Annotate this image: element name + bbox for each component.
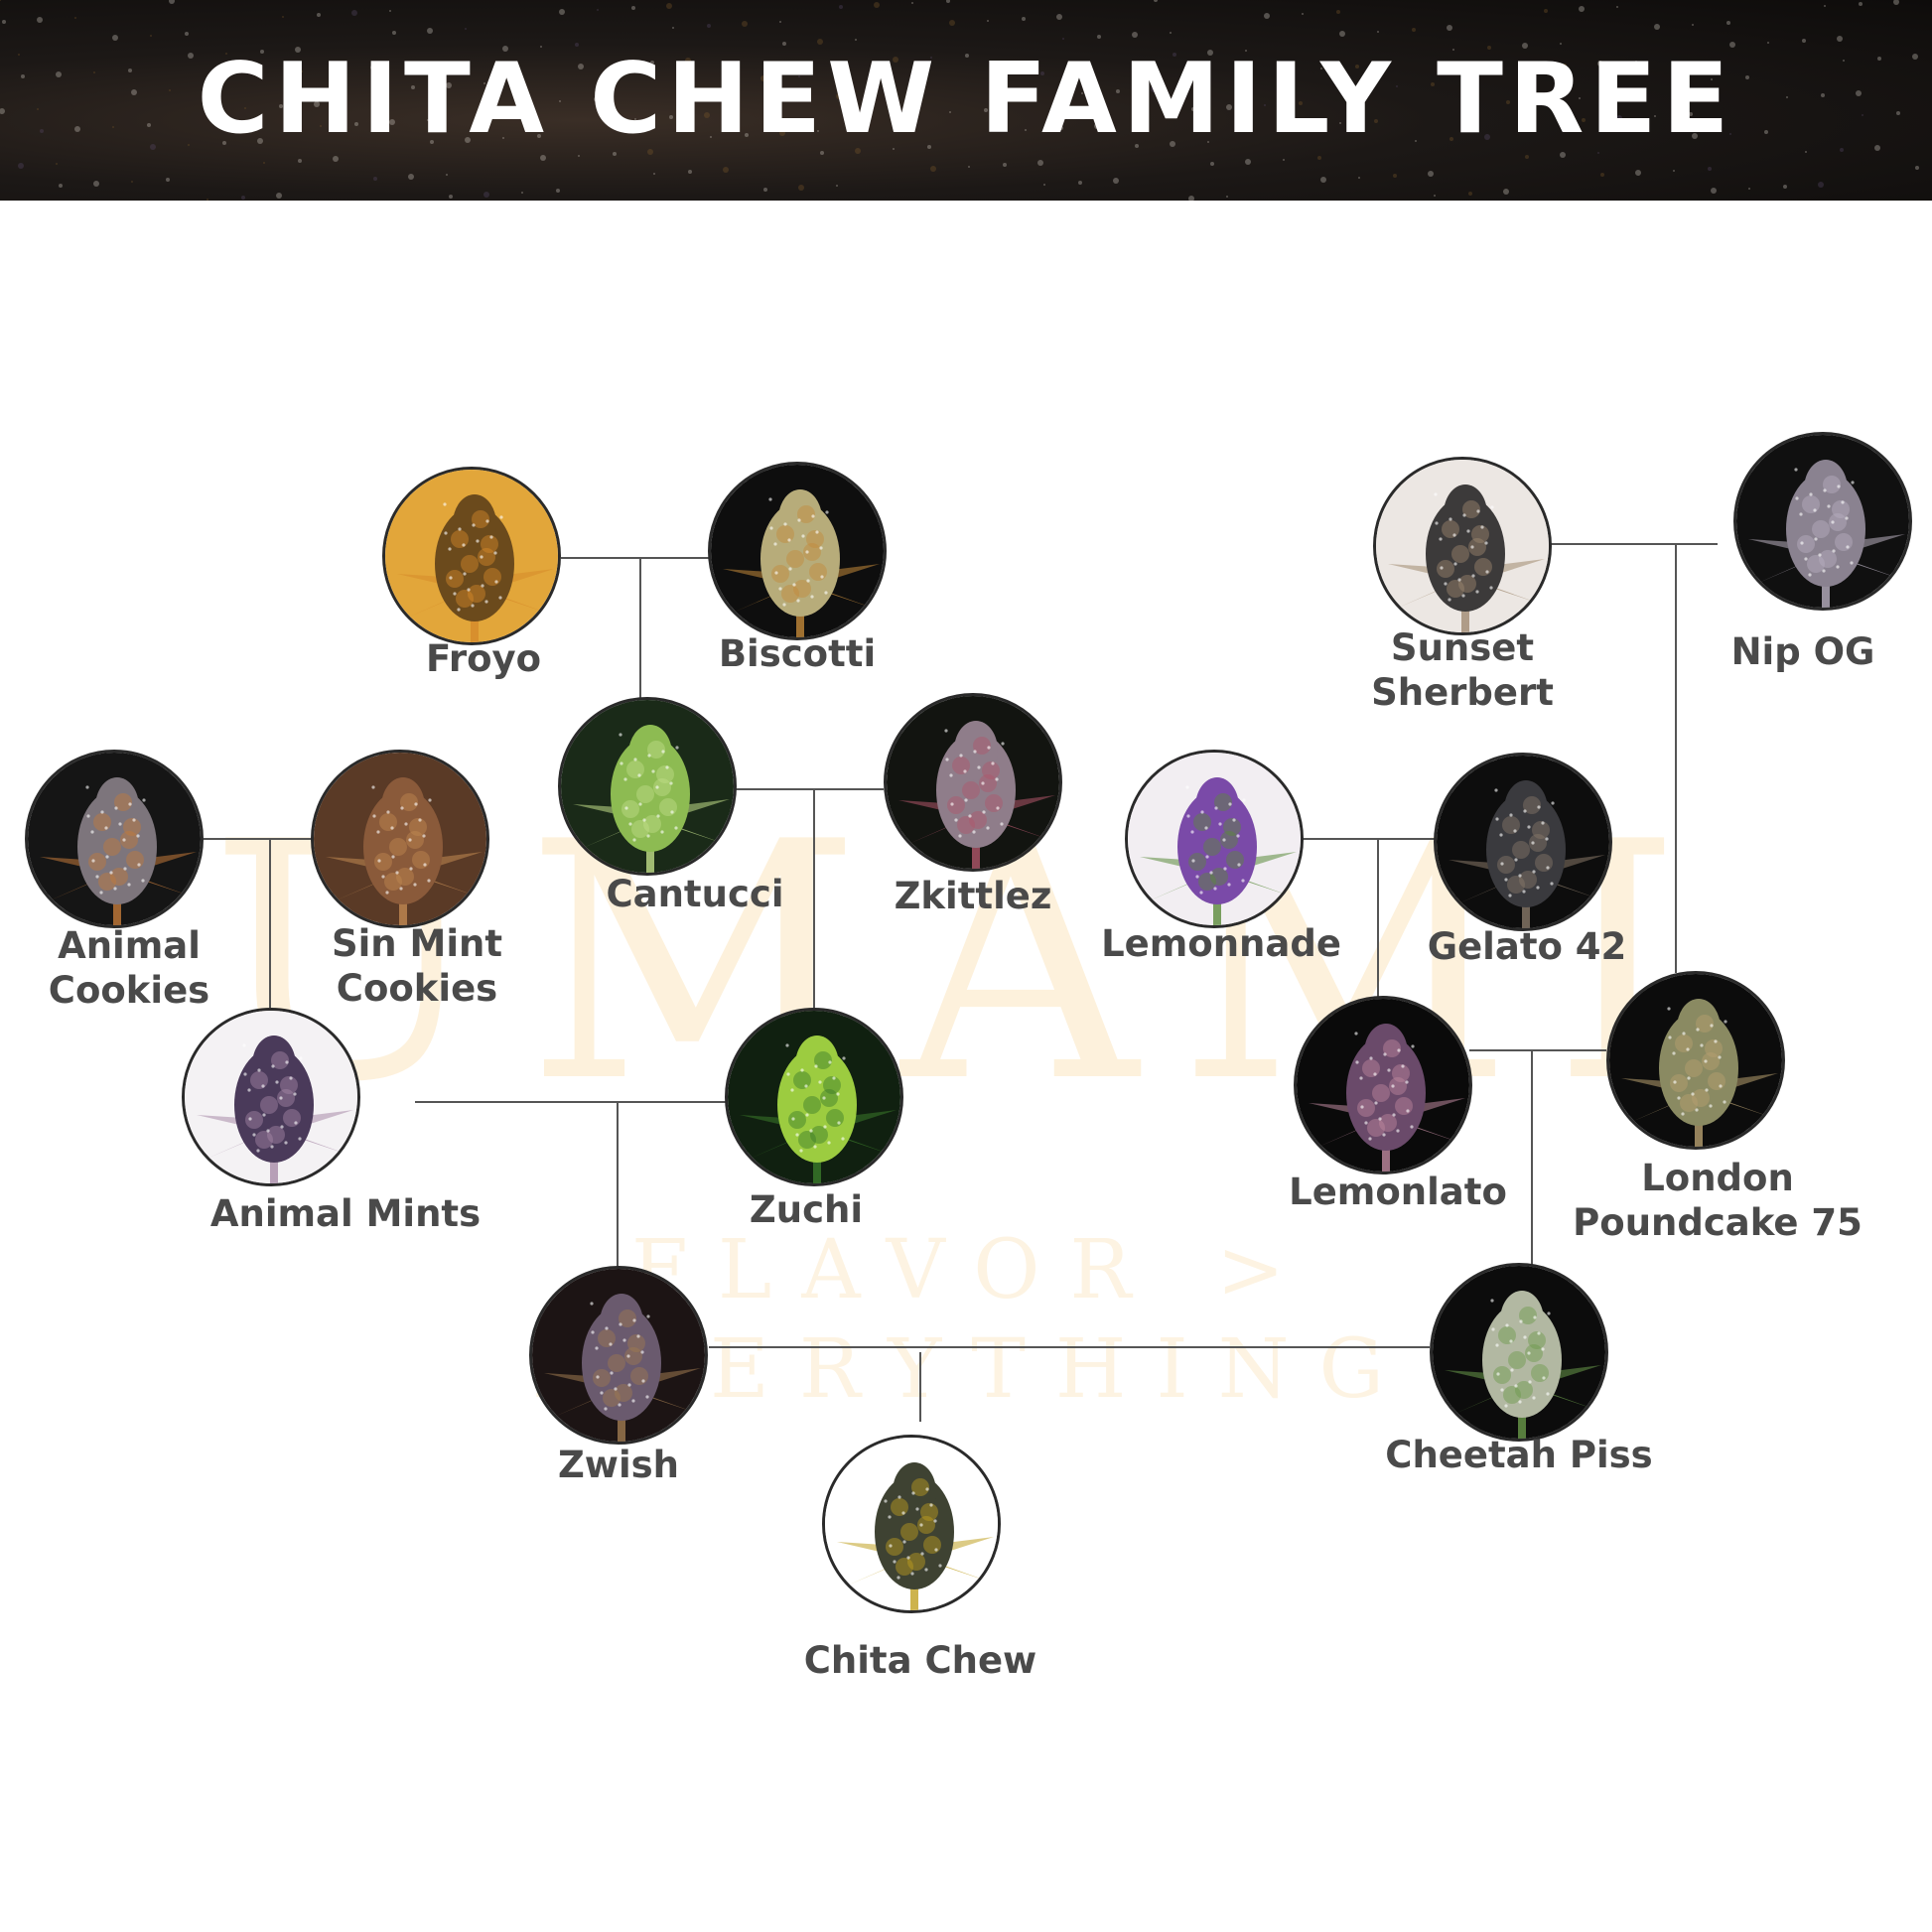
page-title: CHITA CHEW FAMILY TREE [197, 43, 1735, 156]
nip-og-bud-illustration [1736, 435, 1909, 608]
lemonnade-photo [1125, 750, 1304, 928]
strain-label-lemonlato: Lemonlato [1289, 1171, 1507, 1213]
animal-cookies-bud-illustration [28, 753, 201, 925]
gelato-42-photo [1434, 753, 1612, 931]
sin-mint-cookies-bud-illustration [314, 753, 486, 925]
strain-label-cantucci: Cantucci [606, 873, 784, 915]
zuchi-bud-illustration [728, 1011, 900, 1183]
biscotti-bud-illustration [711, 465, 884, 637]
strain-label-sin-mint-cookies: Sin Mint Cookies [331, 922, 503, 1010]
cantucci-photo [558, 697, 737, 876]
biscotti-photo [708, 462, 887, 640]
strain-label-animal-cookies: Animal Cookies [48, 924, 210, 1012]
gelato-42-bud-illustration [1437, 756, 1609, 928]
chita-chew-bud-illustration [825, 1438, 998, 1610]
cantucci-bud-illustration [561, 700, 734, 873]
strain-label-london-poundcake-75: London Poundcake 75 [1573, 1157, 1863, 1244]
strain-label-zuchi: Zuchi [749, 1188, 864, 1231]
header-banner: CHITA CHEW FAMILY TREE [0, 0, 1932, 201]
london-poundcake-75-photo [1606, 971, 1785, 1150]
strain-label-zkittlez: Zkittlez [894, 875, 1052, 917]
strain-label-cheetah-piss: Cheetah Piss [1385, 1434, 1653, 1476]
zkittlez-photo [884, 693, 1062, 872]
strain-label-chita-chew: Chita Chew [803, 1639, 1037, 1682]
sunset-sherbert-bud-illustration [1376, 460, 1549, 632]
animal-cookies-photo [25, 750, 204, 928]
strain-label-sunset-sherbert: Sunset Sherbert [1371, 626, 1554, 714]
cheetah-piss-bud-illustration [1433, 1266, 1605, 1439]
strain-label-biscotti: Biscotti [718, 632, 877, 675]
zwish-photo [529, 1266, 708, 1445]
chita-chew-photo [822, 1435, 1001, 1613]
strain-label-gelato-42: Gelato 42 [1427, 925, 1627, 968]
zwish-bud-illustration [532, 1269, 705, 1442]
sunset-sherbert-photo [1373, 457, 1552, 635]
animal-mints-photo [182, 1008, 360, 1186]
strain-label-zwish: Zwish [557, 1444, 680, 1486]
zkittlez-bud-illustration [887, 696, 1059, 869]
strain-label-nip-og: Nip OG [1730, 630, 1875, 673]
strain-label-lemonnade: Lemonnade [1101, 922, 1341, 965]
lemonlato-photo [1294, 996, 1472, 1174]
lemonnade-bud-illustration [1128, 753, 1301, 925]
animal-mints-bud-illustration [185, 1011, 357, 1183]
sin-mint-cookies-photo [311, 750, 489, 928]
strain-label-animal-mints: Animal Mints [209, 1192, 482, 1235]
london-poundcake-75-bud-illustration [1609, 974, 1782, 1147]
header-bud-texture [0, 0, 1919, 201]
strain-label-froyo: Froyo [425, 637, 542, 680]
froyo-photo [382, 467, 561, 645]
lemonlato-bud-illustration [1297, 999, 1469, 1172]
zuchi-photo [725, 1008, 903, 1186]
nip-og-photo [1733, 432, 1912, 611]
froyo-bud-illustration [385, 470, 558, 642]
cheetah-piss-photo [1430, 1263, 1608, 1442]
